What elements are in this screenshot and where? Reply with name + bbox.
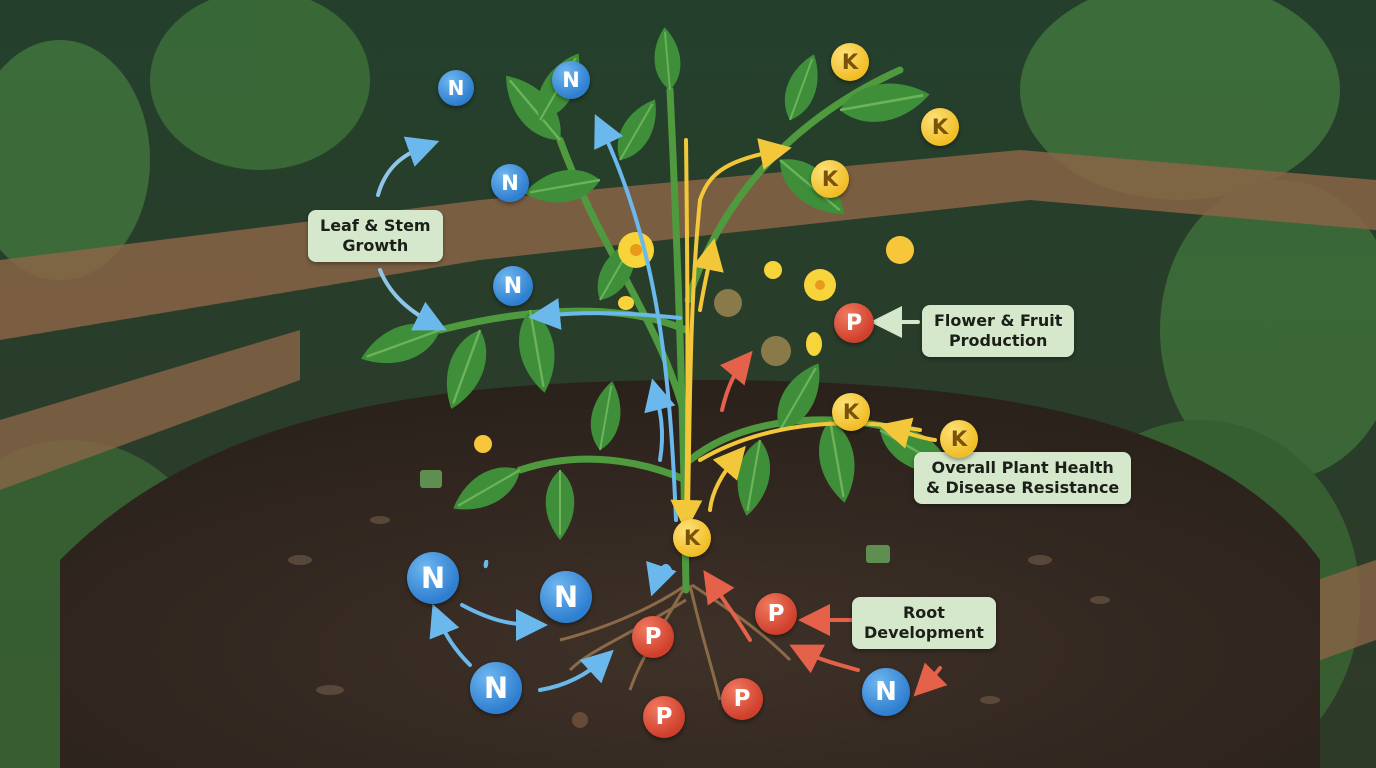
nutrient-k-icon: K <box>940 420 978 458</box>
nutrient-p-icon: P <box>755 593 797 635</box>
nutrient-n-icon: N <box>438 70 474 106</box>
raised-bed-left <box>0 330 300 490</box>
nutrient-p-icon: P <box>834 303 874 343</box>
label-line: Growth <box>342 236 409 255</box>
raised-bed-back <box>0 150 1376 340</box>
nutrient-k-icon: K <box>673 519 711 557</box>
watering-can-icon <box>420 470 890 563</box>
nutrient-p-icon: P <box>721 678 763 720</box>
label-line: Root <box>902 603 945 622</box>
label-line: Flower & Fruit <box>934 311 1063 330</box>
label-line: Leaf & Stem <box>320 216 431 235</box>
sun-icon <box>474 236 914 453</box>
water-drop-icon <box>483 560 489 569</box>
nutrient-n-icon: N <box>407 552 459 604</box>
nutrient-p-icon: P <box>632 616 674 658</box>
nutrient-n-icon: N <box>862 668 910 716</box>
nutrient-k-icon: K <box>831 43 869 81</box>
label-plant-health: Overall Plant Health & Disease Resistanc… <box>914 452 1132 504</box>
label-line: Overall Plant Health <box>931 458 1114 477</box>
nutrient-k-icon: K <box>921 108 959 146</box>
label-flower-fruit-production: Flower & Fruit Production <box>922 305 1075 357</box>
nutrient-n-icon: N <box>491 164 529 202</box>
label-line: Development <box>864 623 984 642</box>
label-root-development: Root Development <box>852 597 996 649</box>
nutrient-n-icon: N <box>540 571 592 623</box>
nutrient-n-icon: N <box>470 662 522 714</box>
nutrient-k-icon: K <box>832 393 870 431</box>
label-line: Production <box>948 331 1048 350</box>
label-line: & Disease Resistance <box>926 478 1120 497</box>
nutrient-k-icon: K <box>811 160 849 198</box>
nutrient-p-icon: P <box>643 696 685 738</box>
nutrient-n-icon: N <box>552 61 590 99</box>
label-leaf-stem-growth: Leaf & Stem Growth <box>308 210 443 262</box>
nutrient-n-icon: N <box>493 266 533 306</box>
